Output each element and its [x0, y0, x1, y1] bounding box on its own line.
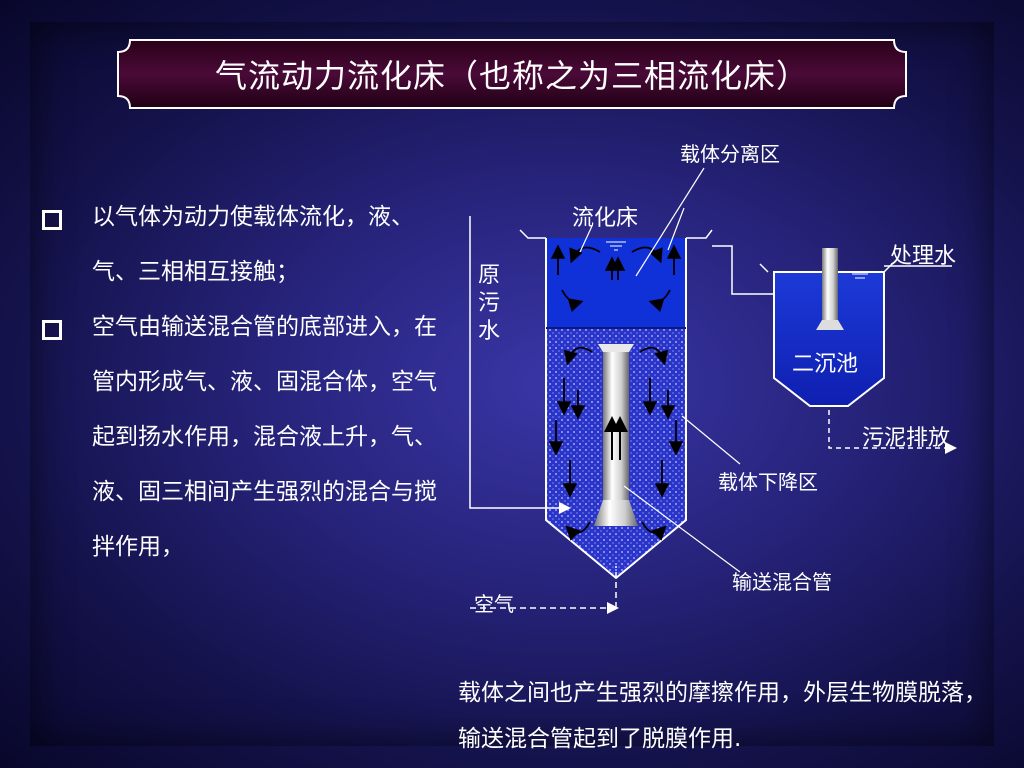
mixing-tube [594, 344, 638, 526]
circulation-arrows [548, 244, 684, 541]
fluidized-bed-label: 流化床 [572, 206, 639, 231]
bullet-text: 空气由输送混合管的底部进入，在管内形成气、液、固混合体，空气起到扬水作用，混合液… [92, 314, 437, 560]
sludge-discharge-line [828, 410, 957, 454]
raw-sewage-inlet-line [469, 216, 571, 514]
air-label: 空气 [474, 592, 514, 616]
leader-lines [579, 167, 741, 573]
square-bullet-icon [42, 210, 62, 230]
fluidized-bed-diagram [469, 167, 957, 614]
bullet-list: 以气体为动力使载体流化，液、气、三相相互接触； 空气由输送混合管的底部进入，在管… [40, 190, 440, 575]
bottom-note: 载体之间也产生强烈的摩擦作用，外层生物膜脱落，输送混合管起到了脱膜作用. [458, 680, 987, 752]
secondary-clarifier [759, 248, 893, 407]
treated-water-label: 处理水 [890, 244, 957, 269]
title-frame [117, 39, 907, 109]
mixing-tube-label: 输送混合管 [732, 570, 832, 594]
square-bullet-icon [42, 320, 62, 340]
water-level-icon [852, 273, 868, 279]
descending-zone-label: 载体下降区 [718, 470, 818, 494]
bullet-item: 以气体为动力使载体流化，液、气、三相相互接触； [40, 190, 440, 300]
bullet-text: 以气体为动力使载体流化，液、气、三相相互接触； [92, 204, 414, 285]
water-level-icon [606, 241, 626, 251]
secondary-clarifier-label: 二沉池 [792, 352, 859, 377]
separation-zone-label: 载体分离区 [680, 142, 780, 166]
sludge-discharge-label: 污泥排放 [862, 426, 951, 451]
page-title: 气流动力流化床（也称之为三相流化床） [214, 57, 809, 95]
outlet-line [712, 245, 809, 300]
bullet-item: 空气由输送混合管的底部进入，在管内形成气、液、固混合体，空气起到扬水作用，混合液… [40, 300, 440, 575]
raw-sewage-label: 原污水 [478, 263, 501, 344]
